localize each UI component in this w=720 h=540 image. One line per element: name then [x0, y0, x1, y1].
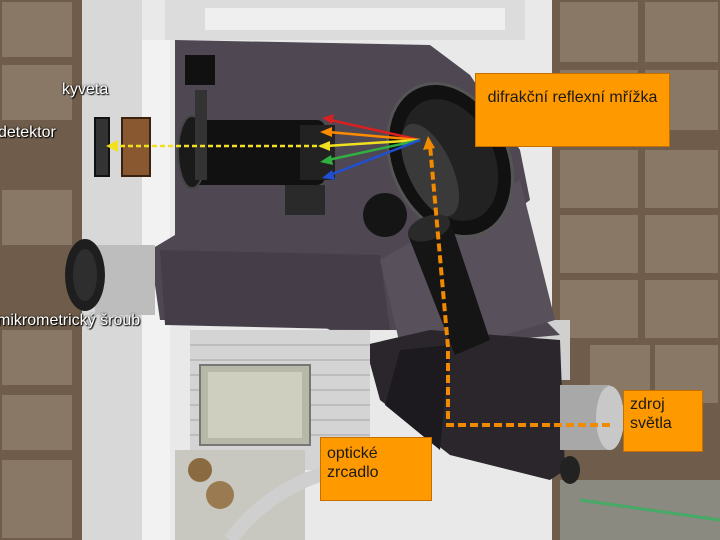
ray-yellow: [325, 138, 421, 148]
ray-red-arrowhead: [322, 114, 334, 124]
dispersed-rays: [325, 118, 421, 177]
label-zdroj-svetla-text: zdroj světla: [630, 396, 672, 432]
light-path: [428, 144, 610, 427]
detector: [94, 117, 110, 177]
light-path-arrowhead: [423, 136, 435, 150]
ray-red: [329, 118, 421, 142]
beam-to-detector-arrowhead: [106, 140, 118, 152]
label-kyveta: kyveta: [62, 81, 109, 98]
ray-blue: [329, 138, 421, 177]
micrometer-knob: [65, 239, 155, 315]
label-detektor: detektor: [0, 124, 56, 141]
label-opticke-zrcadlo: optické zrcadlo: [320, 437, 432, 501]
label-mikrometricky-sroub: mikrometrický šroub: [0, 312, 141, 329]
light-source: [560, 385, 624, 484]
label-zdroj-svetla: zdroj světla: [623, 390, 703, 452]
ray-green-arrowhead: [320, 155, 333, 165]
label-opticke-zrcadlo-text: optické zrcadlo: [327, 445, 379, 481]
label-difrakcni-mrizka: difrakční reflexní mřížka: [475, 73, 670, 147]
label-difrakcni-mrizka-text: difrakční reflexní mřížka: [487, 89, 658, 106]
ray-orange: [327, 130, 421, 142]
ray-orange-arrowhead: [320, 127, 332, 137]
ray-green: [327, 138, 421, 162]
ray-blue-arrowhead: [322, 170, 335, 180]
